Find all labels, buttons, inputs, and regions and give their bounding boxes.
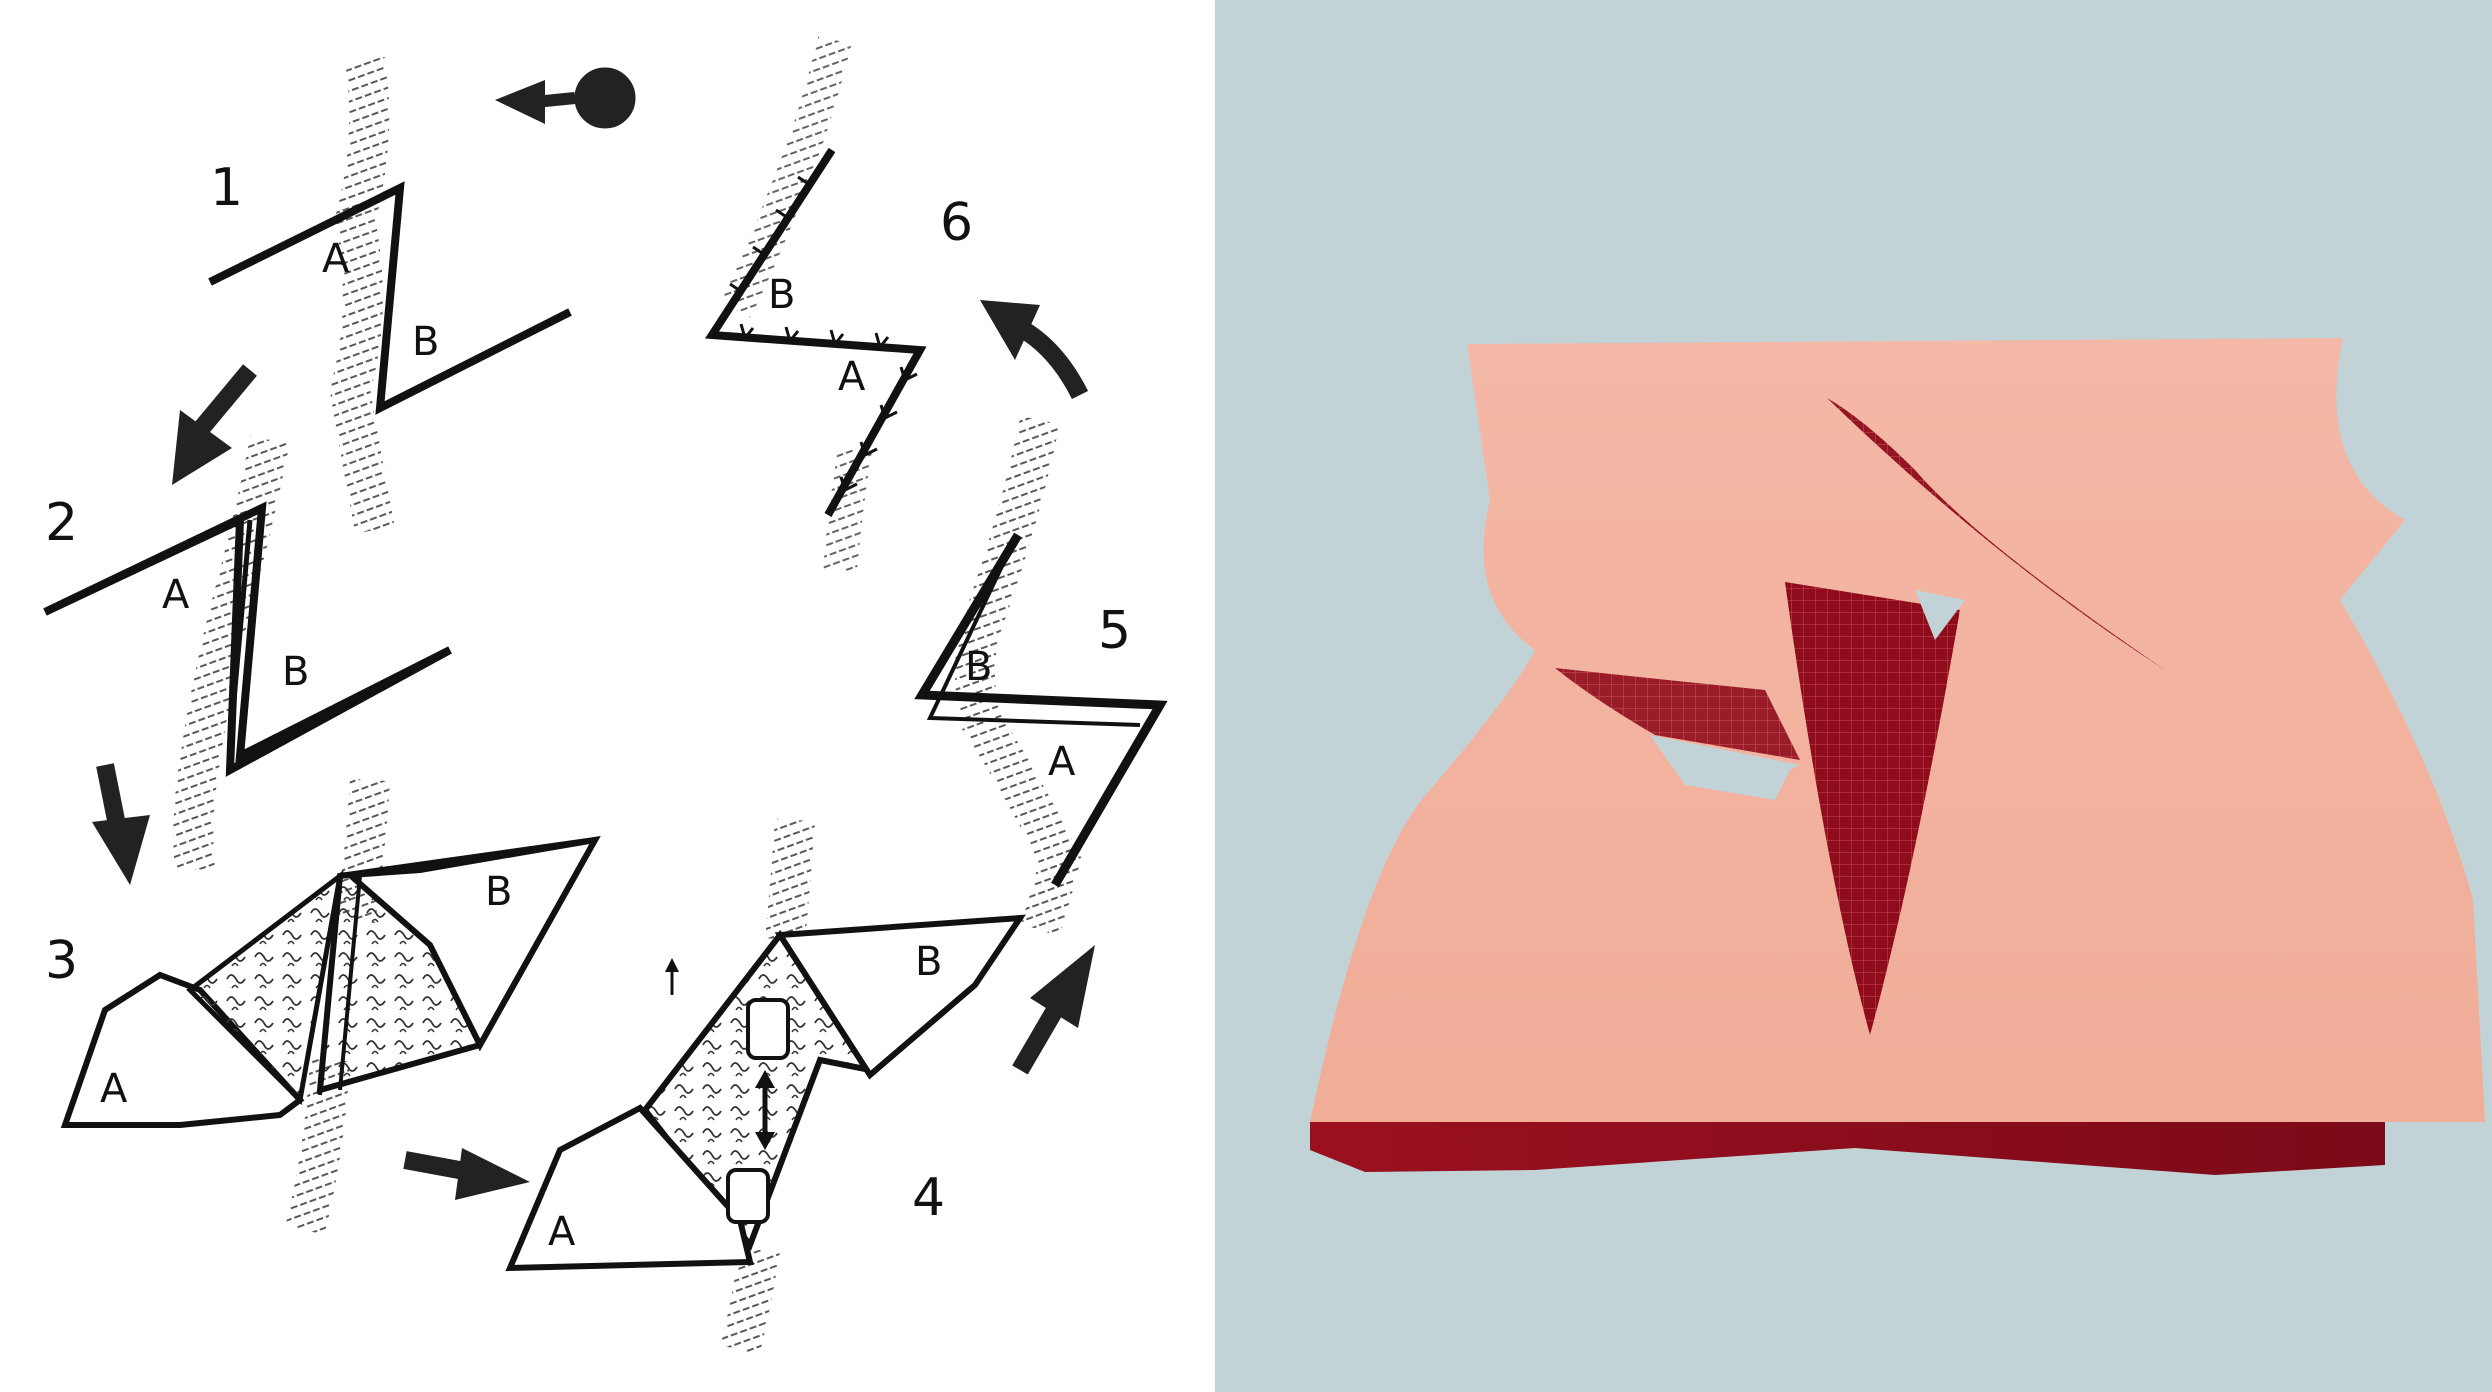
suture-marks bbox=[729, 172, 918, 492]
upper-wound-wall bbox=[1827, 398, 2165, 670]
left-wound-wall bbox=[1555, 668, 1800, 760]
upper-gap bbox=[1915, 590, 1965, 640]
tissue-model-panel bbox=[1215, 0, 2492, 1392]
direction-arrows bbox=[92, 67, 1095, 1200]
step-4: 4 A B bbox=[505, 818, 1026, 1355]
step-4-flap-a: A bbox=[548, 1209, 576, 1255]
arrow-4-to-5 bbox=[1012, 945, 1095, 1075]
tissue-model bbox=[1310, 338, 2485, 1175]
arrow-5-to-6 bbox=[980, 300, 1089, 400]
center-flap bbox=[1785, 582, 1960, 1035]
zplasty-sketch: 1 A B 2 A B 3 A B 4 A bbox=[43, 35, 1168, 1355]
arrow-start bbox=[495, 67, 636, 129]
step-2-flap-a: A bbox=[162, 572, 190, 618]
wound-gap bbox=[1650, 735, 1800, 800]
step-6-number: 6 bbox=[940, 193, 973, 253]
step-3: 3 A B bbox=[45, 778, 601, 1235]
step-5-number: 5 bbox=[1098, 601, 1131, 661]
step-1: 1 A B bbox=[208, 57, 572, 534]
step-2-flap-b: B bbox=[282, 649, 309, 695]
step-3-flap-b: B bbox=[485, 869, 512, 915]
step-1-flap-b: B bbox=[412, 319, 439, 365]
step-6-flap-b: B bbox=[768, 272, 795, 318]
arrow-1-to-2 bbox=[172, 364, 257, 485]
step-3-number: 3 bbox=[45, 931, 78, 991]
step-5: 5 A B bbox=[914, 416, 1168, 937]
step-4-flap-b: B bbox=[915, 939, 942, 985]
slab-edge bbox=[1310, 1122, 2385, 1175]
step-1-flap-a: A bbox=[322, 236, 350, 282]
step-5-flap-a: A bbox=[1048, 739, 1076, 785]
arrow-2-to-3 bbox=[92, 763, 150, 885]
zplasty-sketch-panel: 1 A B 2 A B 3 A B 4 A bbox=[0, 0, 1215, 1392]
step-3-flap-a: A bbox=[100, 1066, 128, 1112]
arrow-3-to-4 bbox=[403, 1148, 530, 1200]
step-6: 6 A B bbox=[704, 35, 973, 572]
step-5-flap-b: B bbox=[965, 644, 992, 690]
step-6-flap-a: A bbox=[838, 354, 866, 400]
step-1-number: 1 bbox=[210, 158, 243, 218]
step-2: 2 A B bbox=[43, 436, 452, 872]
step-4-number: 4 bbox=[912, 1168, 945, 1228]
step-2-number: 2 bbox=[45, 493, 78, 553]
